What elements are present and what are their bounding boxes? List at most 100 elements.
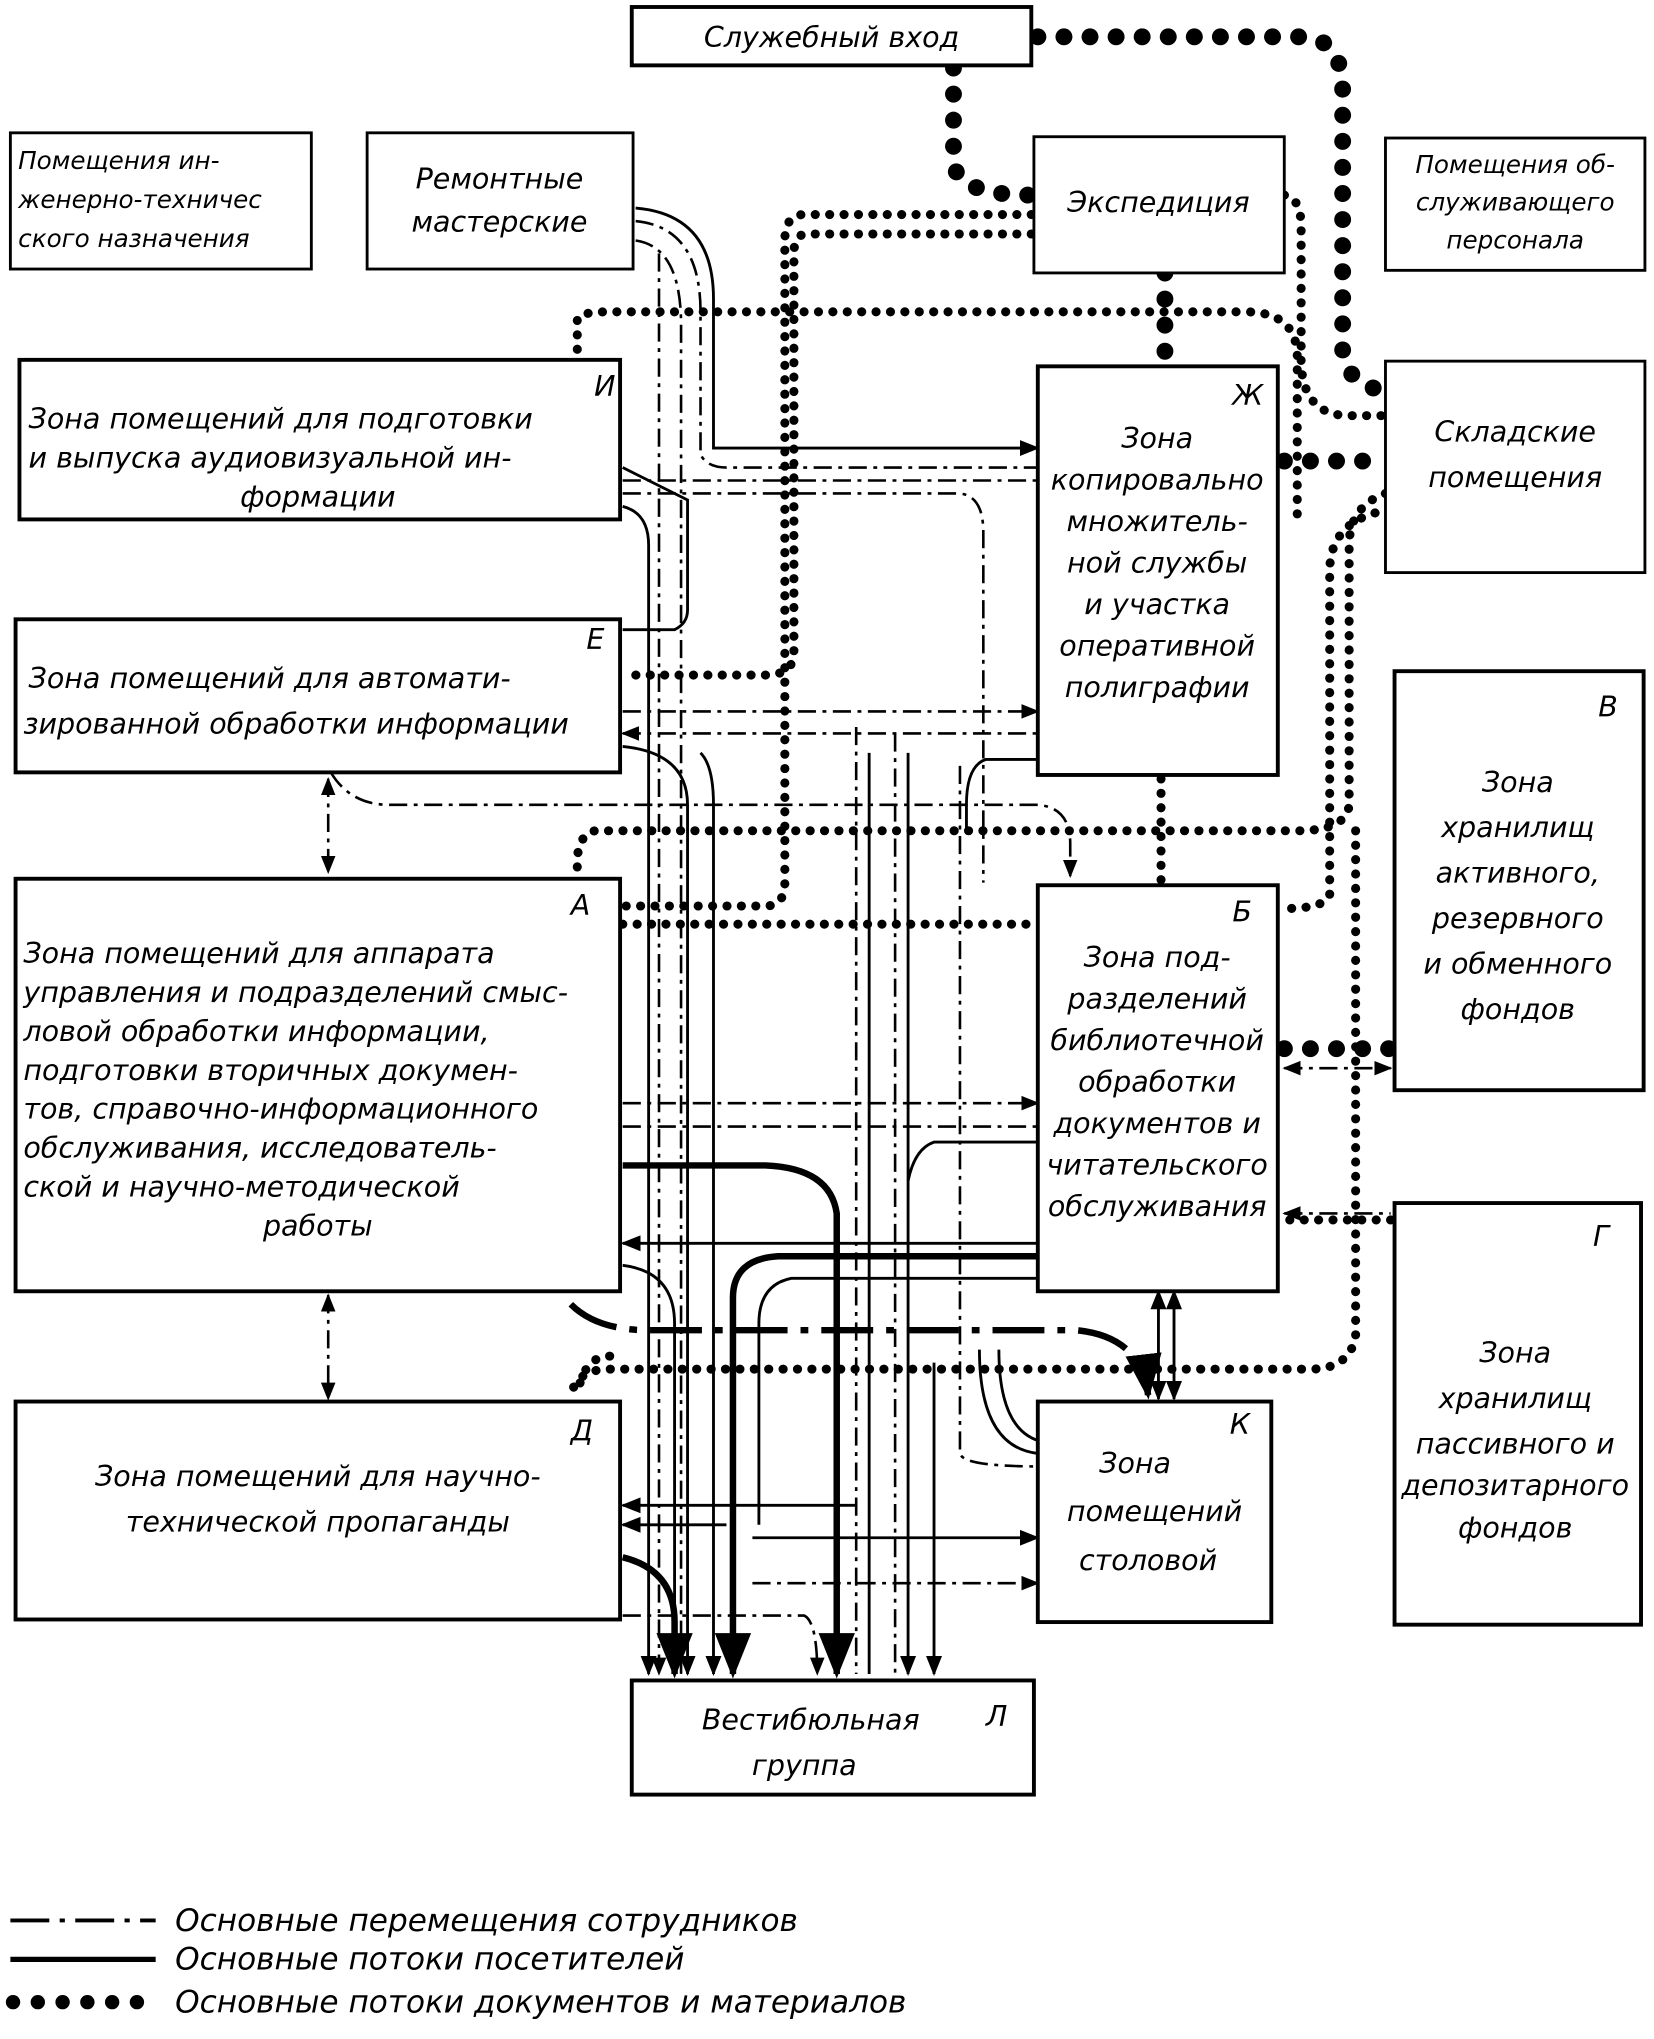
visitor-d-l <box>621 1554 693 1679</box>
legend: Основные перемещения сотрудников Основны… <box>5 1903 906 2021</box>
flow-expedition-to-a <box>572 210 1036 911</box>
box-staff-rooms: Помещения об- служивающего персонала <box>1384 136 1647 272</box>
engineering-label-line: ского назначения <box>18 224 250 253</box>
zone-g-label-line: фондов <box>1458 1512 1572 1545</box>
zone-b-label-line: библиотечной <box>1050 1024 1264 1057</box>
visitor-flows <box>620 206 1183 1679</box>
repair-label-line: мастерские <box>411 205 587 238</box>
flow-expedition-to-e <box>618 229 1036 680</box>
box-expedition: Экспедиция <box>1032 135 1286 275</box>
staff-vertical-4 <box>958 765 1038 1468</box>
zone-i-letter: И <box>594 370 615 403</box>
warehouse-label-line: помещения <box>1428 461 1602 494</box>
visitor-b-l-1 <box>714 1253 1038 1679</box>
zone-k-letter: К <box>1230 1408 1252 1441</box>
zone-g-label-line: депозитарного <box>1400 1469 1629 1502</box>
zone-zh-label-line: оперативной <box>1059 630 1255 663</box>
box-zone-d: Д Зона помещений для научно- технической… <box>13 1399 623 1622</box>
zone-a-label-line: управления и подразделений смыс- <box>22 976 568 1009</box>
visitor-a-b-dash <box>568 1301 1162 1400</box>
legend-item-documents: Основные потоки документов и материалов <box>5 1985 906 2021</box>
service-entrance-label: Служебный вход <box>704 21 959 54</box>
zone-zh-label-line: Зона <box>1121 422 1193 455</box>
box-repair-workshops: Ремонтные мастерские <box>365 131 635 271</box>
box-zone-b: Б Зона под- разделений библиотечной обра… <box>1035 883 1280 1294</box>
flow-entrance-to-warehouse <box>1029 28 1397 399</box>
zone-g-label-line: Зона <box>1479 1337 1551 1370</box>
legend-label: Основные потоки документов и материалов <box>175 1985 906 2021</box>
zone-zh-letter: Ж <box>1230 379 1264 412</box>
legend-label: Основные потоки посетителей <box>175 1942 684 1978</box>
document-flows <box>566 28 1400 1400</box>
zone-i-label-line: формации <box>240 480 395 513</box>
zone-k-label-line: столовой <box>1079 1544 1217 1577</box>
zone-zh-label-line: множитель- <box>1066 505 1247 538</box>
zone-a-label-line: ской и научно-методической <box>23 1171 459 1204</box>
zone-b-label-line: Зона под- <box>1084 941 1231 974</box>
visitor-i-down <box>622 505 657 1676</box>
visitor-b-side <box>906 1140 1038 1182</box>
zone-b-label-line: разделений <box>1066 982 1246 1015</box>
staff-flows <box>320 219 1393 1676</box>
box-zone-a: А Зона помещений для аппарата управления… <box>13 876 623 1294</box>
staff-i-zh <box>622 492 985 883</box>
zone-a-label-line: ловой обработки информации, <box>22 1015 489 1048</box>
warehouse-label-line: Складские <box>1434 416 1596 449</box>
zone-a-label-line: подготовки вторичных докумен- <box>23 1054 518 1087</box>
zone-a-label-line: обслуживания, исследователь- <box>23 1132 496 1165</box>
zone-zh-label-line: копировально <box>1051 464 1264 497</box>
zone-b-label-line: обслуживания <box>1048 1190 1267 1223</box>
zone-a-letter: А <box>569 889 591 922</box>
zone-d-label-line: Зона помещений для научно- <box>95 1460 541 1493</box>
box-zone-v: В Зона хранилищ активного, резервного и … <box>1392 669 1646 1093</box>
flow-i-top <box>572 307 1302 524</box>
legend-label: Основные перемещения сотрудников <box>175 1903 798 1939</box>
zone-l-label-line: группа <box>752 1749 857 1782</box>
zone-zh-label-line: полиграфии <box>1065 671 1250 704</box>
staff-rooms-label-line: персонала <box>1446 225 1584 254</box>
flow-warehouse-down-1 <box>572 488 1391 881</box>
zone-g-label-line: пассивного и <box>1416 1427 1615 1460</box>
zone-b-letter: Б <box>1232 896 1252 929</box>
box-zone-l: Л Вестибюльная группа <box>629 1678 1036 1797</box>
box-engineering: Помещения ин- женерно-техничес ского наз… <box>8 131 313 271</box>
visitor-e-vert <box>622 745 696 1676</box>
engineering-label-line: женерно-техничес <box>17 185 262 214</box>
box-service-entrance: Служебный вход <box>629 5 1034 68</box>
box-warehouse: Складские помещения <box>1384 359 1647 575</box>
staff-rooms-label-line: Помещения об- <box>1415 150 1615 179</box>
visitor-line-1 <box>635 206 1040 457</box>
box-zone-i: И Зона помещений для подготовки и выпуск… <box>17 357 623 522</box>
staff-d-l <box>622 1614 825 1676</box>
visitor-a-curve <box>622 1263 683 1676</box>
zone-b-label-line: документов и <box>1052 1107 1260 1140</box>
zone-v-label-line: и обменного <box>1423 947 1612 980</box>
visitor-zh-vert <box>965 757 1038 831</box>
visitor-b-l-2 <box>757 1276 1038 1525</box>
box-zone-k: К Зона помещений столовой <box>1035 1399 1274 1625</box>
zone-v-letter: В <box>1598 691 1618 724</box>
repair-label-line: Ремонтные <box>416 163 584 196</box>
legend-item-staff: Основные перемещения сотрудников <box>10 1903 798 1939</box>
flow-entrance-to-expedition <box>945 59 1040 204</box>
zone-e-letter: Е <box>586 623 604 656</box>
visitor-k-curve-2 <box>978 1349 1038 1455</box>
zone-k-label-line: Зона <box>1099 1447 1171 1480</box>
zone-b-label-line: читательского <box>1046 1149 1267 1182</box>
zone-a-label-line: Зона помещений для аппарата <box>23 937 494 970</box>
visitor-a-h2 <box>622 1162 855 1679</box>
zone-i-label-line: Зона помещений для подготовки <box>29 403 533 436</box>
flow-right-vertical <box>566 826 1361 1400</box>
zone-v-label-line: активного, <box>1436 857 1600 890</box>
engineering-label-line: Помещения ин- <box>18 146 219 175</box>
zone-v-label-line: фондов <box>1461 993 1575 1026</box>
zone-k-label-line: помещений <box>1067 1495 1242 1528</box>
zone-zh-label-line: ной службы <box>1067 547 1247 580</box>
box-zone-e: Е Зона помещений для автомати- зированно… <box>13 617 623 775</box>
box-zone-zh: Ж Зона копировально множитель- ной служб… <box>1035 364 1280 777</box>
zone-g-letter: Г <box>1593 1220 1611 1253</box>
staff-repair-2 <box>635 239 683 1674</box>
flow-warehouse-down-2 <box>1279 508 1380 914</box>
zone-l-letter: Л <box>985 1700 1007 1733</box>
